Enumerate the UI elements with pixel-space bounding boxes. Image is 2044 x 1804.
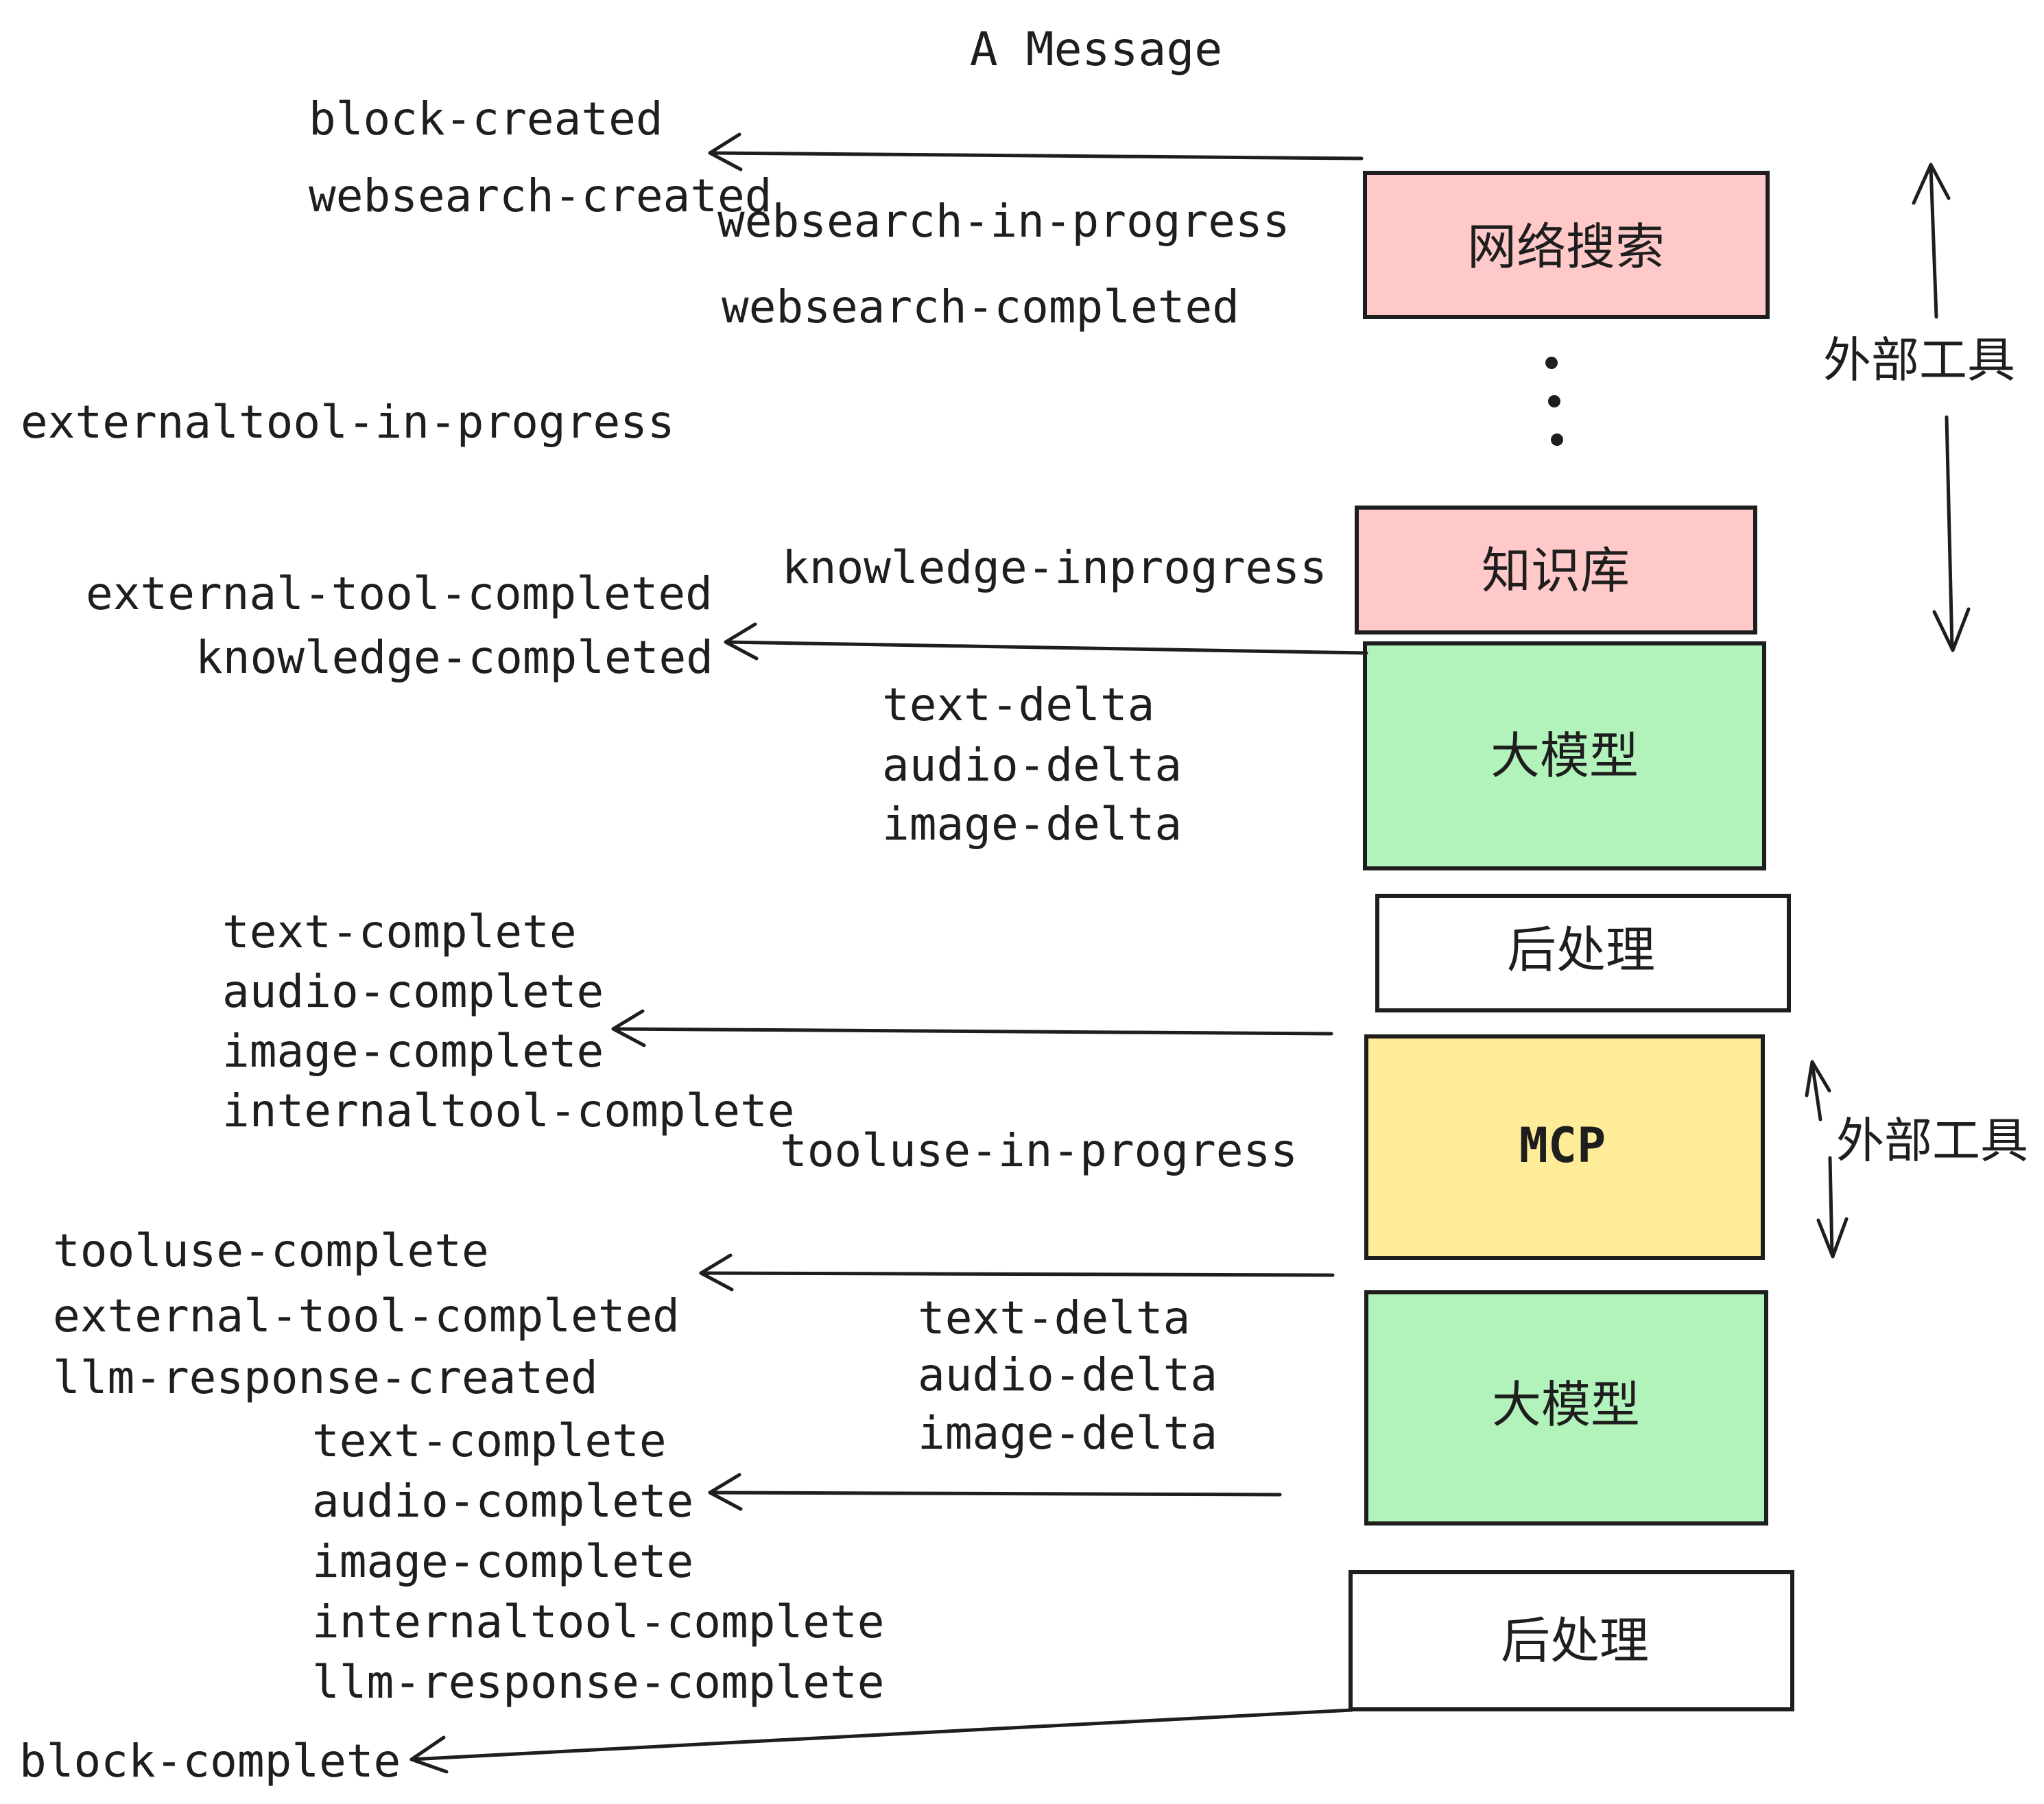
event-block-complete: block-complete [19,1735,401,1788]
event-text-delta-2: text-delta [918,1292,1190,1344]
event-externaltool-in-progress: externaltool-in-progress [21,396,675,449]
ellipsis-dot-1 [1545,357,1558,369]
page-title: A Message [970,23,1222,77]
event-internaltool-complete-2: internaltool-complete [312,1595,884,1648]
llm-box-2-label: 大模型 [1492,1376,1640,1434]
external-tools-down-arrow-mcp [1816,1156,1849,1259]
event-llm-response-complete: llm-response-complete [312,1656,884,1709]
mcp-box [1364,1034,1765,1260]
ellipsis-dot-3 [1551,434,1563,446]
event-audio-delta-1: audio-delta [882,739,1182,792]
event-text-complete-2: text-complete [312,1414,667,1467]
event-audio-delta-2: audio-delta [918,1349,1217,1401]
event-audio-complete-1: audio-complete [222,965,604,1018]
event-image-complete-1: image-complete [222,1025,604,1078]
external-tools-up-arrow-mcp [1805,1060,1831,1121]
event-tooluse-complete: tooluse-complete [53,1224,489,1277]
arrow-llm2-to-audio-complete [708,1473,1282,1511]
event-text-delta-1: text-delta [882,678,1154,731]
event-websearch-created: websearch-created [309,169,772,222]
external-tools-label-top: 外部工具 [1823,332,2015,388]
arrow-websearch-to-block-created [708,132,1364,171]
llm-box-2 [1364,1290,1768,1526]
arrow-postprocess2-to-block-complete [409,1708,1354,1774]
websearch-box-label: 网络搜索 [1467,218,1665,276]
arrow-postprocess1-to-image-complete [611,1009,1333,1047]
event-image-delta-1: image-delta [882,798,1182,851]
event-external-tool-completed-2: external-tool-completed [53,1290,680,1342]
event-knowledge-completed: knowledge-completed [195,631,713,684]
event-external-tool-completed-1: external-tool-completed [86,567,713,620]
event-knowledge-inprogress: knowledge-inprogress [782,541,1327,594]
arrow-knowledge-to-knowledge-completed [724,622,1368,661]
postprocess-box-1-label: 后处理 [1507,921,1655,979]
external-tools-down-arrow-top [1932,415,1971,652]
event-tooluse-in-progress: tooluse-in-progress [780,1124,1298,1177]
postprocess-box-2-label: 后处理 [1501,1612,1649,1670]
external-tools-up-arrow-top [1912,163,1951,319]
llm-box-1 [1363,641,1766,870]
knowledge-box [1355,506,1757,634]
event-image-delta-2: image-delta [918,1407,1217,1460]
websearch-box [1363,171,1770,319]
event-audio-complete-2: audio-complete [312,1475,693,1528]
llm-box-1-label: 大模型 [1490,727,1639,785]
event-image-complete-2: image-complete [312,1535,693,1588]
ellipsis-dot-2 [1548,395,1560,407]
arrow-mcp-to-tooluse-complete [699,1253,1335,1292]
event-websearch-in-progress: websearch-in-progress [717,195,1290,248]
mcp-box-label: MCP [1519,1117,1606,1174]
event-text-complete-1: text-complete [222,905,577,958]
event-websearch-completed: websearch-completed [722,281,1239,333]
event-internaltool-complete-1: internaltool-complete [222,1084,794,1137]
knowledge-box-label: 知识库 [1482,542,1630,600]
event-block-created: block-created [309,93,663,145]
postprocess-box-1 [1375,894,1791,1012]
external-tools-label-mcp: 外部工具 [1836,1113,2028,1169]
event-llm-response-created: llm-response-created [53,1351,598,1404]
postprocess-box-2 [1348,1570,1794,1711]
